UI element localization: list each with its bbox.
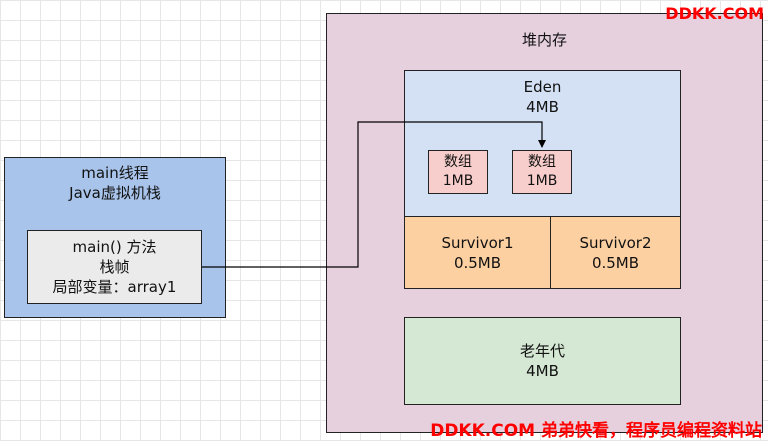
eden-size: 4MB: [526, 98, 559, 116]
array-object-2-label: 数组: [528, 154, 556, 170]
reference-arrow: [202, 121, 546, 268]
survivor2-region: Survivor2 0.5MB: [550, 216, 681, 289]
survivor2-name: Survivor2: [579, 233, 652, 252]
array-object-2: 数组 1MB: [512, 150, 572, 194]
array-object-1-size: 1MB: [442, 173, 474, 189]
stack-frame-label: 栈帧: [99, 258, 130, 276]
survivor1-region: Survivor1 0.5MB: [404, 216, 551, 289]
jvm-stack-title: Java虚拟机栈: [69, 184, 161, 202]
survivor2-size: 0.5MB: [591, 253, 640, 272]
survivor1-size: 0.5MB: [453, 253, 502, 272]
main-thread-title: main线程: [81, 164, 149, 182]
old-generation-region: 老年代 4MB: [404, 317, 681, 405]
watermark-top: DDKK.COM: [665, 4, 764, 23]
array-object-2-size: 1MB: [526, 173, 558, 189]
heap-memory-title: 堆内存: [521, 31, 567, 49]
stack-frame: main() 方法 栈帧 局部变量：array1: [27, 230, 202, 304]
array-object-1-label: 数组: [444, 154, 472, 170]
eden-title: Eden: [523, 78, 562, 96]
stack-frame-local-var: 局部变量：array1: [52, 278, 177, 296]
array-object-1: 数组 1MB: [428, 150, 488, 194]
old-generation-name: 老年代: [519, 342, 565, 360]
old-generation-size: 4MB: [526, 362, 559, 380]
stack-frame-method: main() 方法: [72, 238, 157, 256]
survivor1-name: Survivor1: [441, 233, 514, 252]
watermark-bottom: DDKK.COM 弟弟快看，程序员编程资料站: [430, 421, 762, 441]
